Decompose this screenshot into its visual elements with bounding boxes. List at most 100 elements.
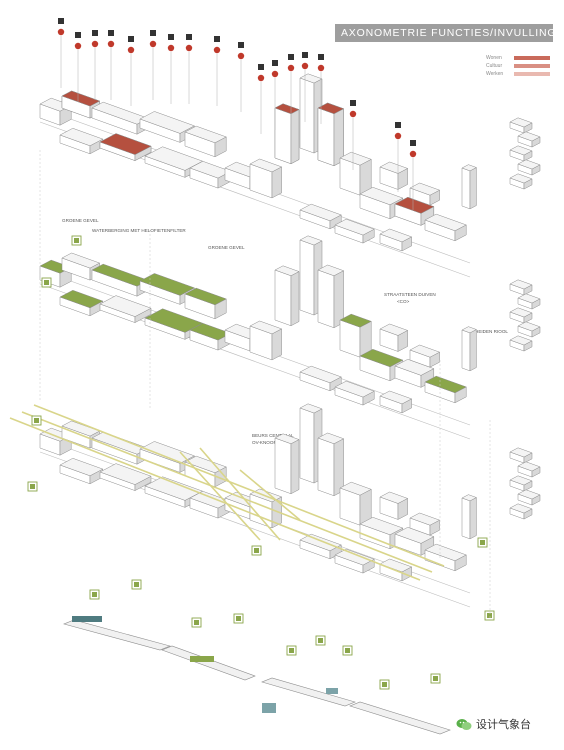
building bbox=[409, 512, 441, 526]
building bbox=[339, 481, 372, 496]
title-banner: AXONOMETRIE FUNCTIES/INVULLING bbox=[335, 24, 556, 42]
building bbox=[334, 218, 375, 236]
building bbox=[424, 213, 467, 232]
green-square-icon-inner bbox=[289, 648, 294, 653]
circle-marker-icon bbox=[271, 70, 279, 78]
function-building bbox=[317, 102, 345, 115]
spiral-building bbox=[517, 131, 541, 142]
building bbox=[99, 295, 152, 317]
circle-marker-icon bbox=[57, 28, 65, 36]
building bbox=[339, 151, 372, 166]
spiral-building bbox=[517, 159, 541, 170]
green-square-icon-inner bbox=[92, 592, 97, 597]
building bbox=[249, 320, 283, 335]
building bbox=[409, 182, 441, 196]
window-icon bbox=[302, 52, 308, 58]
green-square-icon-inner bbox=[345, 648, 350, 653]
spiral-building bbox=[509, 279, 533, 290]
circle-marker-icon bbox=[107, 40, 115, 48]
spiral-building bbox=[517, 461, 541, 472]
window-icon bbox=[186, 34, 192, 40]
window-icon bbox=[395, 122, 401, 128]
green-square-icon-inner bbox=[487, 613, 492, 618]
circle-marker-icon bbox=[394, 132, 402, 140]
annotation-gescheiden-riool: GESCHEIDEN RIOOL bbox=[462, 329, 508, 334]
function-building bbox=[61, 90, 101, 107]
spiral-building bbox=[517, 321, 541, 332]
building bbox=[290, 439, 300, 495]
spiral-building bbox=[509, 335, 533, 346]
building bbox=[317, 437, 335, 497]
infrastructure-line bbox=[239, 469, 301, 521]
legend-swatch bbox=[514, 64, 550, 68]
park-strip bbox=[349, 701, 451, 735]
water-area bbox=[326, 688, 338, 694]
building bbox=[274, 433, 300, 445]
green-square-icon-inner bbox=[382, 682, 387, 687]
window-icon bbox=[75, 32, 81, 38]
building bbox=[139, 441, 196, 464]
building bbox=[339, 313, 372, 328]
building bbox=[61, 252, 101, 269]
water-area bbox=[262, 703, 276, 713]
building bbox=[99, 463, 152, 485]
infrastructure-line bbox=[21, 411, 433, 573]
spiral-building bbox=[517, 489, 541, 500]
green-square-icon-inner bbox=[74, 238, 79, 243]
building bbox=[59, 128, 104, 147]
window-icon bbox=[150, 30, 156, 36]
tower bbox=[461, 326, 478, 334]
window-icon bbox=[258, 64, 264, 70]
circle-marker-icon bbox=[127, 46, 135, 54]
tower bbox=[461, 497, 471, 540]
spiral-building bbox=[509, 503, 533, 514]
annotation-ov: OV-KNOOPPUNT bbox=[252, 440, 290, 445]
annotation-straatsteen-sub: <CO> bbox=[397, 299, 410, 304]
infrastructure-line bbox=[9, 417, 421, 581]
spiral-building bbox=[509, 475, 533, 486]
park-strip bbox=[161, 645, 256, 681]
building bbox=[379, 491, 409, 504]
window-icon bbox=[318, 54, 324, 60]
tower bbox=[469, 167, 477, 210]
legend-item-werken: Werken bbox=[486, 70, 556, 78]
building bbox=[394, 359, 435, 376]
circle-marker-icon bbox=[317, 64, 325, 72]
water-area bbox=[72, 616, 102, 622]
window-icon bbox=[288, 54, 294, 60]
watermark: 设计气象台 bbox=[456, 716, 531, 732]
building bbox=[274, 437, 292, 495]
circle-marker-icon bbox=[237, 52, 245, 60]
annotation-groene-gevel-2: GROENE GEVEL bbox=[208, 245, 245, 250]
green-square-icon-inner bbox=[30, 484, 35, 489]
building bbox=[184, 287, 227, 306]
spiral-building bbox=[509, 307, 533, 318]
annotation-groene-gevel: GROENE GEVEL bbox=[62, 218, 99, 223]
function-building bbox=[290, 109, 300, 165]
circle-marker-icon bbox=[91, 40, 99, 48]
building bbox=[359, 349, 404, 368]
park-strip bbox=[63, 619, 171, 651]
green-square-icon-inner bbox=[433, 676, 438, 681]
function-building bbox=[274, 107, 292, 165]
legend-label: Wonen bbox=[486, 55, 502, 61]
tower bbox=[461, 167, 471, 210]
window-icon bbox=[214, 36, 220, 42]
legend-swatch bbox=[514, 72, 550, 76]
green-square-icon-inner bbox=[254, 548, 259, 553]
building bbox=[184, 455, 227, 474]
green-square-icon-inner bbox=[194, 620, 199, 625]
building bbox=[274, 265, 300, 277]
function-building bbox=[394, 197, 435, 214]
park-strip bbox=[261, 677, 356, 707]
legend: Wonen Cultuur Werken bbox=[486, 54, 556, 78]
building bbox=[184, 125, 227, 144]
window-icon bbox=[350, 100, 356, 106]
circle-marker-icon bbox=[213, 46, 221, 54]
building bbox=[59, 458, 104, 477]
green-area bbox=[190, 656, 214, 662]
building bbox=[317, 269, 335, 329]
building bbox=[59, 290, 104, 309]
function-building bbox=[274, 103, 300, 115]
